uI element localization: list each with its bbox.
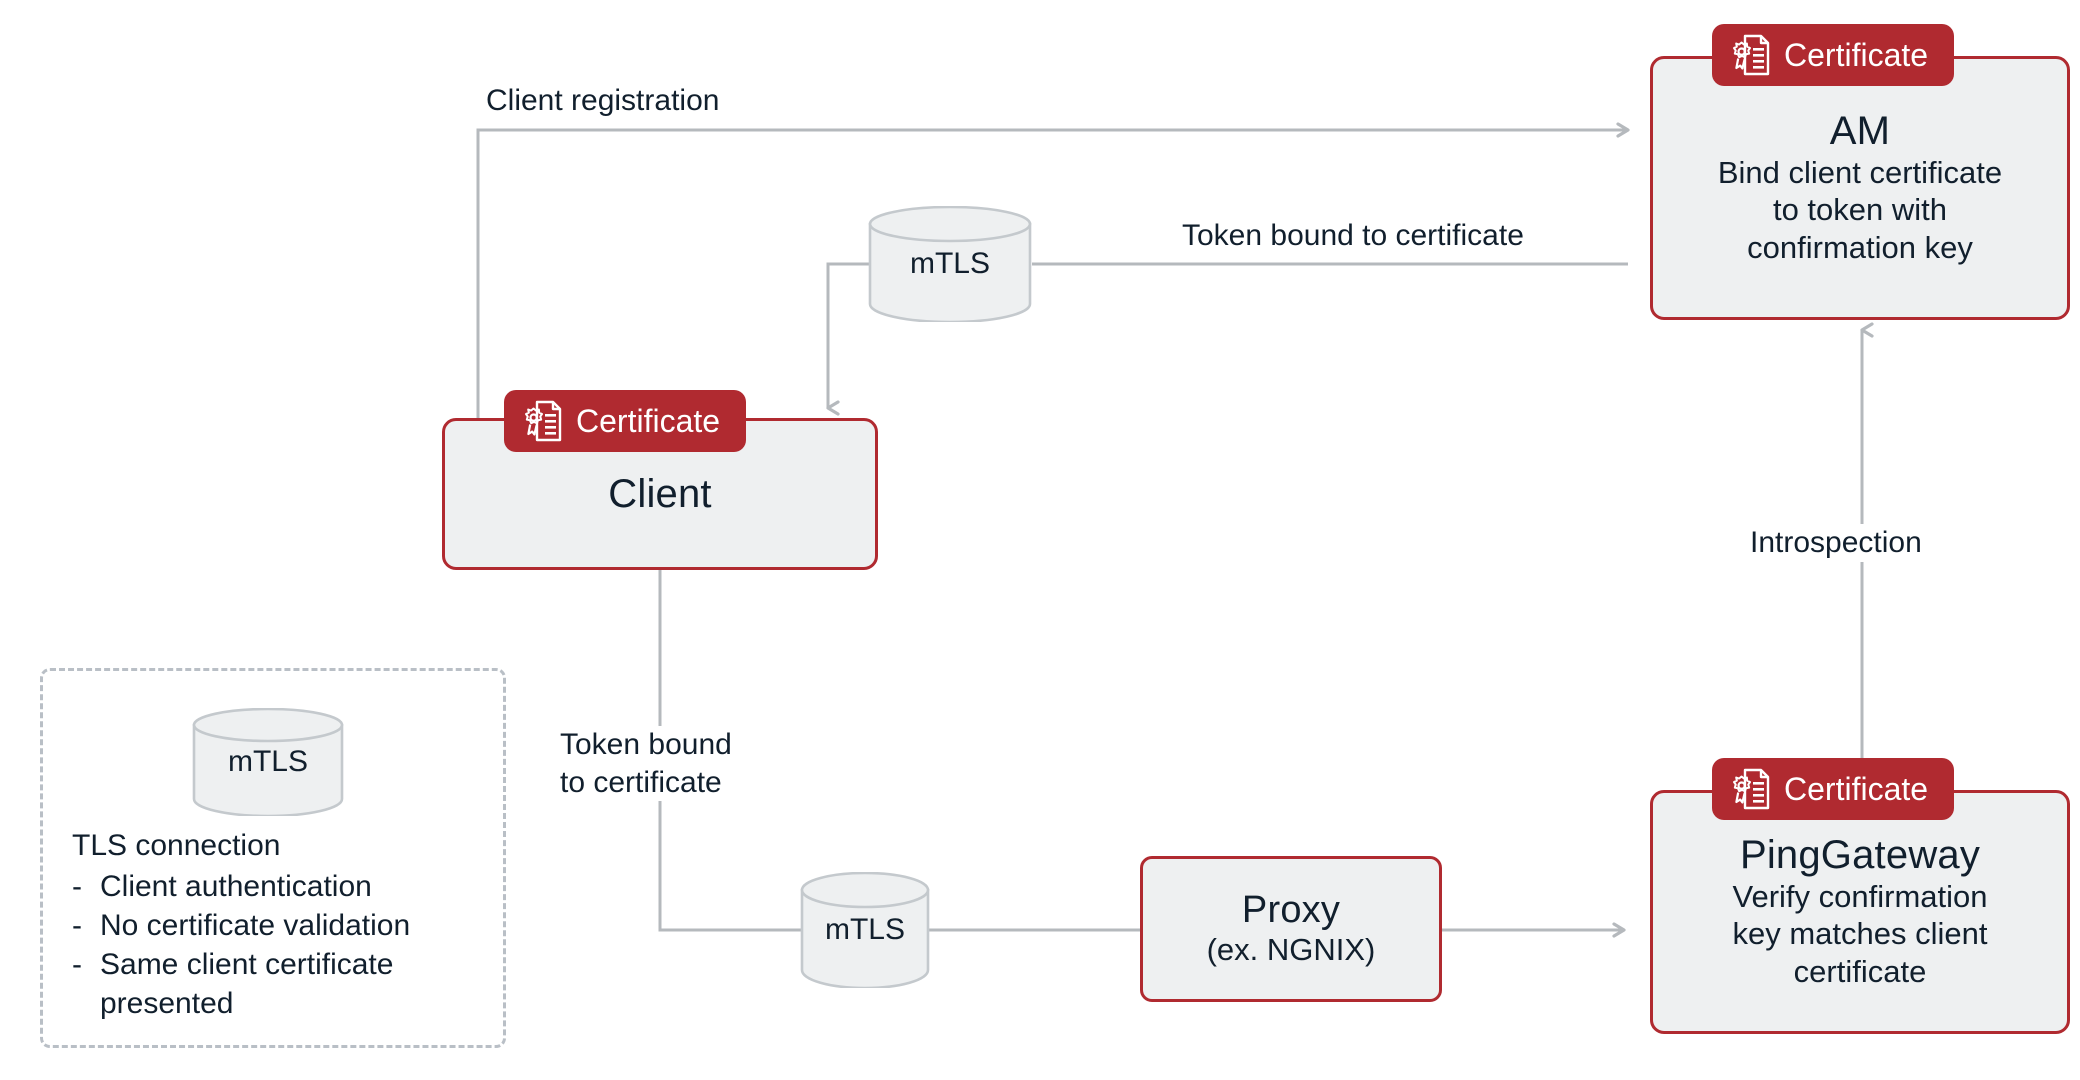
node-pinggateway-subtitle: Verify confirmation key matches client c… xyxy=(1732,878,1988,990)
edge-client-registration xyxy=(476,122,1630,424)
database-cylinder-icon xyxy=(192,707,344,818)
node-am-subtitle: Bind client certificate to token with co… xyxy=(1717,154,2003,266)
cylinder-mtls-legend-label: mTLS xyxy=(227,745,308,778)
legend-item: - Same client certificate presented xyxy=(72,945,492,1023)
edge-label-client-registration: Client registration xyxy=(480,82,726,120)
node-am-title: AM xyxy=(1829,108,1891,153)
cylinder-mtls-legend: mTLS xyxy=(192,707,344,818)
legend-item-label: Same client certificate presented xyxy=(100,948,394,1020)
legend-item: - Client authentication xyxy=(72,867,492,906)
legend-content: TLS connection - Client authentication -… xyxy=(72,826,492,1023)
chip-certificate-pinggateway-label: Certificate xyxy=(1784,771,1929,807)
certificate-icon xyxy=(524,400,562,442)
legend-heading: TLS connection xyxy=(72,829,281,862)
cylinder-mtls-top: mTLS xyxy=(868,205,1032,324)
cylinder-mtls-bottom-label: mTLS xyxy=(824,913,905,946)
certificate-icon xyxy=(1732,34,1770,76)
chip-certificate-client-label: Certificate xyxy=(576,403,721,439)
chip-certificate-am-label: Certificate xyxy=(1784,37,1929,73)
certificate-icon xyxy=(1732,768,1770,810)
legend-list: - Client authentication - No certificate… xyxy=(72,867,492,1023)
node-proxy[interactable]: Proxy (ex. NGNIX) xyxy=(1140,856,1442,1002)
legend-bullet: - xyxy=(72,870,82,903)
legend-bullet: - xyxy=(72,948,82,981)
chip-certificate-client[interactable]: Certificate xyxy=(504,390,747,452)
cylinder-mtls-bottom: mTLS xyxy=(800,871,930,990)
legend-item: - No certificate validation xyxy=(72,906,492,945)
legend-item-label: Client authentication xyxy=(100,870,372,903)
node-pinggateway-title: PingGateway xyxy=(1739,832,1981,877)
node-pinggateway[interactable]: PingGateway Verify confirmation key matc… xyxy=(1650,790,2070,1034)
legend-bullet: - xyxy=(72,909,82,942)
chip-certificate-am[interactable]: Certificate xyxy=(1712,24,1955,86)
cylinder-mtls-top-label: mTLS xyxy=(909,247,990,280)
legend-item-label: No certificate validation xyxy=(100,909,411,942)
node-am[interactable]: AM Bind client certificate to token with… xyxy=(1650,56,2070,320)
edge-label-token-bound-left: Token bound to certificate xyxy=(552,726,740,801)
node-proxy-title: Proxy xyxy=(1241,888,1341,931)
edge-label-introspection: Introspection xyxy=(1740,524,1932,562)
chip-certificate-pinggateway[interactable]: Certificate xyxy=(1712,758,1955,820)
legend-box xyxy=(40,668,506,1048)
node-proxy-subtitle: (ex. NGNIX) xyxy=(1206,932,1376,968)
node-client-title: Client xyxy=(608,471,712,516)
edge-label-token-bound-top: Token bound to certificate xyxy=(1172,217,1534,255)
